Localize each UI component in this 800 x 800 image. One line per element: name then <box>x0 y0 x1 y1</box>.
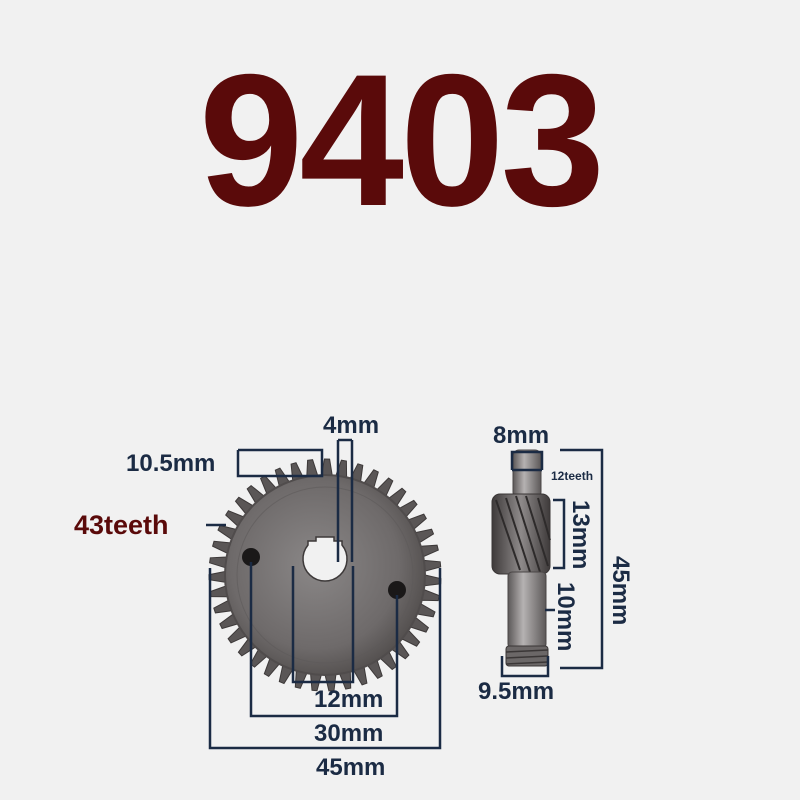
gear-hole-right <box>388 581 406 599</box>
large-gear <box>208 458 442 692</box>
pinion-dimension-lines <box>500 448 604 678</box>
pinion-shaft <box>491 449 551 667</box>
gear-label-45mm: 45mm <box>316 754 386 781</box>
pinion-teeth-label: 12teeth <box>551 469 594 483</box>
pinion-lower-shaft <box>507 571 547 649</box>
gear-inner-ring <box>236 486 414 664</box>
model-number-title: 9403 <box>198 35 605 245</box>
gear-bore <box>302 536 348 582</box>
gear-label-4mm: 4mm <box>323 412 380 439</box>
gear-dimension-lines <box>206 438 442 750</box>
gear-label-30mm: 30mm <box>314 720 384 747</box>
pinion-label-10mm: 10mm <box>552 582 579 652</box>
gear-hole-left <box>242 548 260 566</box>
pinion-helical-lines <box>495 495 551 573</box>
pinion-label-9-5mm: 9.5mm <box>478 678 555 705</box>
pinion-label-13mm: 13mm <box>567 500 594 570</box>
gear-teeth-label: 43teeth <box>74 510 169 540</box>
pinion-label-8mm: 8mm <box>493 422 550 449</box>
gear-label-12mm: 12mm <box>314 686 384 713</box>
pinion-label-45mm: 45mm <box>607 556 634 626</box>
gear-label-10-5mm: 10.5mm <box>126 450 216 477</box>
pinion-top-journal <box>512 449 542 499</box>
